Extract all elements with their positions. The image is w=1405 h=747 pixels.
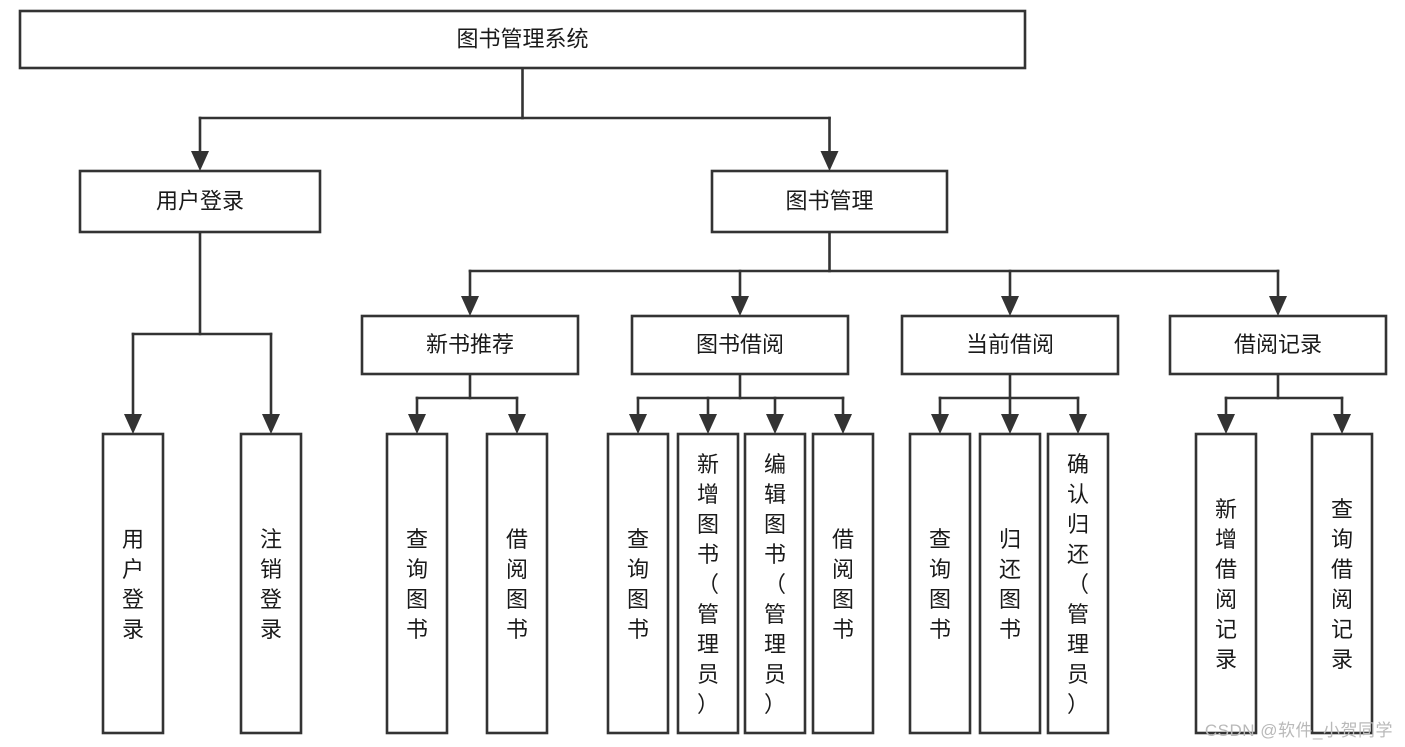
node-user-login-do[interactable]: 用户登录 — [101, 432, 165, 735]
node-label-user-login: 用户登录 — [156, 188, 244, 213]
node-box-return-book — [978, 432, 1042, 735]
arrow-down-icon — [508, 414, 526, 434]
node-label-current-borrow: 当前借阅 — [966, 332, 1054, 357]
arrow-down-icon — [834, 414, 852, 434]
node-label-return-book: 归还图书 — [999, 527, 1021, 642]
node-label-query-book-3: 查询图书 — [929, 527, 951, 642]
watermark-text: CSDN @软件_小贺同学 — [1204, 721, 1393, 740]
node-label-add-borrow-record: 新增借阅记录 — [1215, 497, 1237, 672]
node-return-book[interactable]: 归还图书 — [978, 432, 1042, 735]
node-label-borrow-book-1: 借阅图书 — [506, 527, 528, 642]
arrow-down-icon — [731, 296, 749, 316]
node-add-book-admin[interactable]: 新增图书（管理员） — [676, 432, 740, 735]
node-box-book-management — [710, 169, 949, 234]
node-label-query-borrow-record: 查询借阅记录 — [1331, 497, 1353, 672]
node-box-query-book-3 — [908, 432, 972, 735]
connector-layer — [124, 66, 1351, 434]
node-box-query-borrow-record — [1310, 432, 1374, 735]
node-box-add-borrow-record — [1194, 432, 1258, 735]
node-query-book-1[interactable]: 查询图书 — [385, 432, 449, 735]
arrow-down-icon — [699, 414, 717, 434]
arrow-down-icon — [820, 151, 839, 171]
arrow-down-icon — [629, 414, 647, 434]
node-user-logout[interactable]: 注销登录 — [239, 432, 303, 735]
arrow-down-icon — [191, 151, 209, 171]
node-edit-book-admin[interactable]: 编辑图书（管理员） — [743, 432, 807, 735]
node-book-borrow[interactable]: 图书借阅 — [630, 314, 850, 376]
node-borrow-book-2[interactable]: 借阅图书 — [811, 432, 875, 735]
node-box-user-login — [78, 169, 322, 234]
node-label-confirm-return-admin: 确认归还（管理员） — [1067, 452, 1089, 717]
arrow-down-icon — [1001, 296, 1019, 316]
node-box-root — [18, 9, 1027, 70]
node-confirm-return-admin[interactable]: 确认归还（管理员） — [1046, 432, 1110, 735]
node-box-borrow-records — [1168, 314, 1388, 376]
arrow-down-icon — [1069, 414, 1087, 434]
node-label-borrow-book-2: 借阅图书 — [832, 527, 854, 642]
node-label-user-logout: 注销登录 — [260, 527, 282, 642]
node-label-book-management: 图书管理 — [785, 188, 873, 213]
node-label-query-book-2: 查询图书 — [627, 527, 649, 642]
arrow-down-icon — [461, 296, 479, 316]
node-box-confirm-return-admin — [1046, 432, 1110, 735]
arrow-down-icon — [1333, 414, 1351, 434]
node-query-borrow-record[interactable]: 查询借阅记录 — [1310, 432, 1374, 735]
node-label-query-book-1: 查询图书 — [406, 527, 428, 642]
arrow-down-icon — [931, 414, 949, 434]
node-box-user-logout — [239, 432, 303, 735]
node-box-book-borrow — [630, 314, 850, 376]
node-box-query-book-2 — [606, 432, 670, 735]
node-box-borrow-book-2 — [811, 432, 875, 735]
node-box-edit-book-admin — [743, 432, 807, 735]
arrow-down-icon — [124, 414, 142, 434]
node-label-user-login-do: 用户登录 — [122, 527, 144, 642]
arrow-down-icon — [766, 414, 784, 434]
node-box-query-book-1 — [385, 432, 449, 735]
node-box-borrow-book-1 — [485, 432, 549, 735]
node-root[interactable]: 图书管理系统 — [18, 9, 1027, 70]
arrow-down-icon — [1217, 414, 1235, 434]
node-label-borrow-records: 借阅记录 — [1234, 332, 1322, 357]
node-label-book-borrow: 图书借阅 — [696, 332, 784, 357]
node-borrow-records[interactable]: 借阅记录 — [1168, 314, 1388, 376]
node-user-login[interactable]: 用户登录 — [78, 169, 322, 234]
node-new-book-recommend[interactable]: 新书推荐 — [360, 314, 580, 376]
arrow-down-icon — [1269, 296, 1287, 316]
arrow-down-icon — [262, 414, 280, 434]
node-current-borrow[interactable]: 当前借阅 — [900, 314, 1120, 376]
arrow-down-icon — [408, 414, 426, 434]
node-label-root: 图书管理系统 — [456, 26, 588, 51]
node-book-management[interactable]: 图书管理 — [710, 169, 949, 234]
node-box-user-login-do — [101, 432, 165, 735]
node-box-add-book-admin — [676, 432, 740, 735]
node-box-new-book-recommend — [360, 314, 580, 376]
node-label-add-book-admin: 新增图书（管理员） — [697, 452, 719, 717]
node-layer: 图书管理系统用户登录用户登录注销登录图书管理新书推荐查询图书借阅图书图书借阅查询… — [18, 9, 1388, 735]
node-borrow-book-1[interactable]: 借阅图书 — [485, 432, 549, 735]
node-label-new-book-recommend: 新书推荐 — [426, 332, 514, 357]
node-query-book-2[interactable]: 查询图书 — [606, 432, 670, 735]
node-add-borrow-record[interactable]: 新增借阅记录 — [1194, 432, 1258, 735]
node-label-edit-book-admin: 编辑图书（管理员） — [764, 452, 786, 717]
arrow-down-icon — [1001, 414, 1019, 434]
node-box-current-borrow — [900, 314, 1120, 376]
node-query-book-3[interactable]: 查询图书 — [908, 432, 972, 735]
